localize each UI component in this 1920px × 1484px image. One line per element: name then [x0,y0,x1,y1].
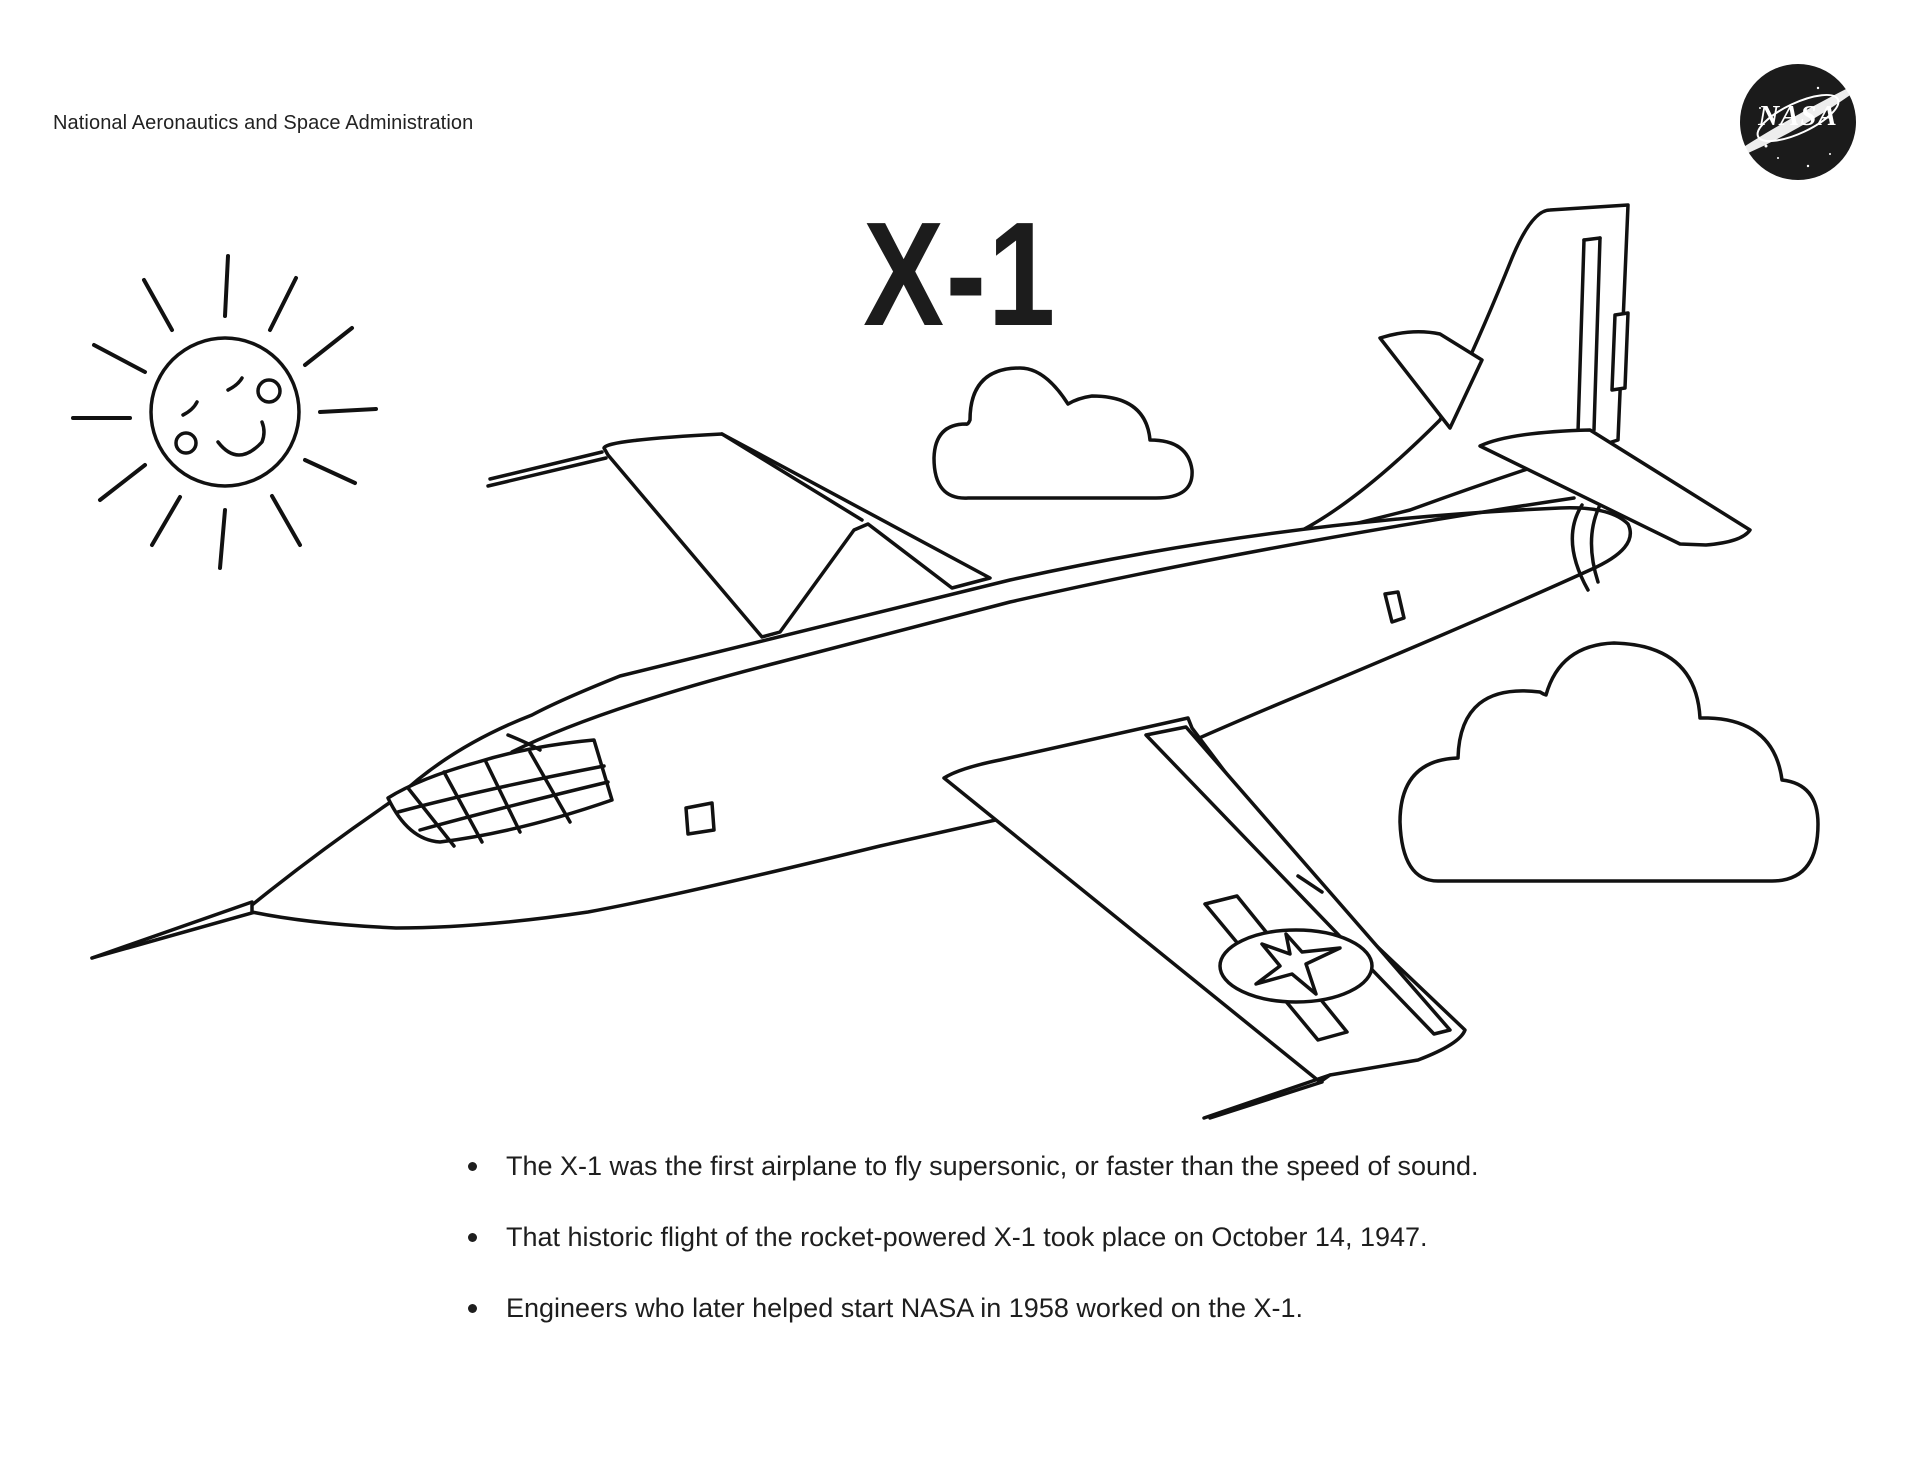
cloud-icon [1398,641,1820,883]
cloud-icon [932,366,1194,500]
fact-item: Engineers who later helped start NASA in… [468,1292,1479,1324]
nasa-logo-graphic [1740,64,1884,180]
fact-list: The X-1 was the first airplane to fly su… [468,1150,1479,1363]
airplane-icon [90,203,1752,1120]
page-title: X-1 [863,192,1057,357]
sun-icon [71,254,378,570]
agency-name: National Aeronautics and Space Administr… [53,112,474,134]
fact-item: The X-1 was the first airplane to fly su… [468,1150,1479,1182]
nasa-logo-text: NASA [1758,100,1838,132]
fact-item: That historic flight of the rocket-power… [468,1221,1479,1253]
nasa-meatball-icon: NASA [1738,62,1888,182]
